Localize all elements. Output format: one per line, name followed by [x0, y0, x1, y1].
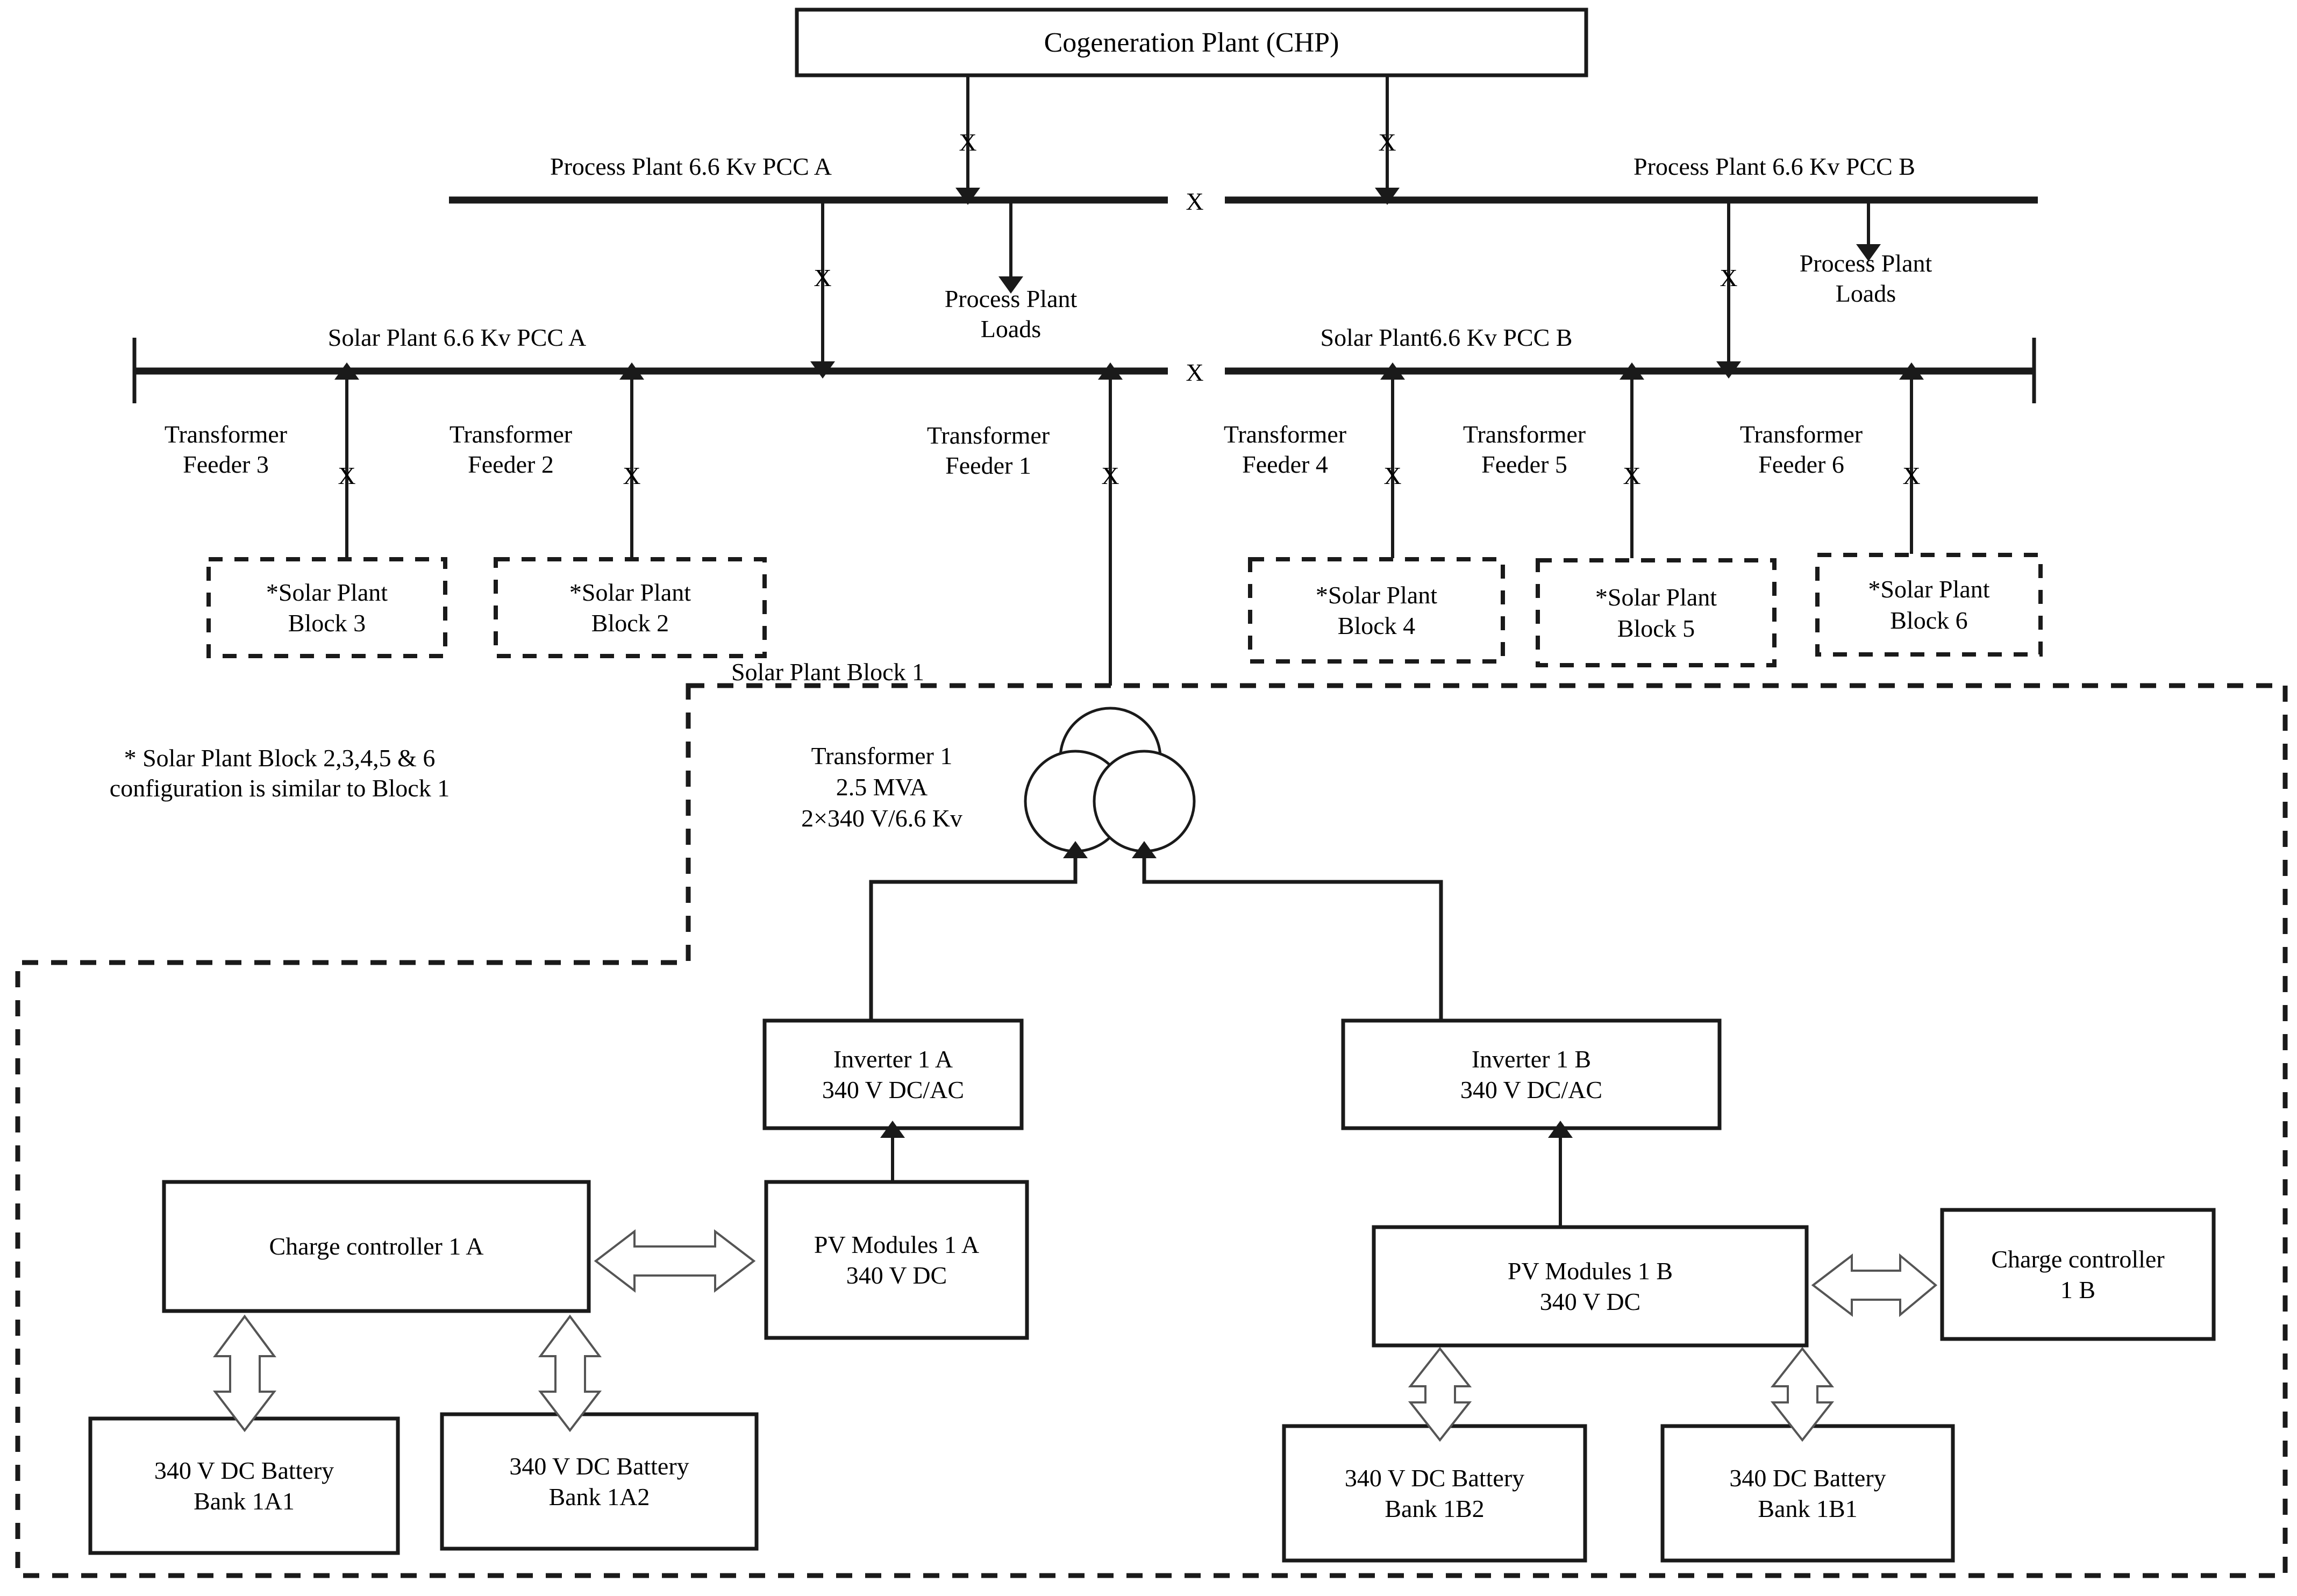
inverter-1b-box: [1341, 1018, 1722, 1130]
charge-controller-1b-box: [1940, 1208, 2216, 1341]
pv1b-bb1b1-double-arrow: [1770, 1346, 1835, 1442]
battery-bank-1b1-label: 340 DC Battery Bank 1B1: [1729, 1464, 1886, 1523]
bus-label-process-pcc-b: Process Plant 6.6 Kv PCC B: [1633, 153, 1915, 180]
charge-controller-1b-label: Charge controller 1 B: [1991, 1245, 2165, 1304]
pv-modules-1a-label: PV Modules 1 A 340 V DC: [814, 1230, 980, 1289]
feeder-2-breaker[interactable]: X: [623, 462, 641, 489]
footnote-text: * Solar Plant Block 2,3,4,5 & 6 configur…: [109, 744, 450, 802]
inverter-1a-to-transformer: [869, 841, 1088, 914]
feeder-3-label: Transformer Feeder 3: [164, 421, 288, 479]
solar-block-3-box: [206, 557, 447, 658]
pv-modules-1b-label: PV Modules 1 B 340 V DC: [1507, 1257, 1673, 1316]
charge-controller-1a-label: Charge controller 1 A: [269, 1232, 484, 1260]
breaker-chp-b[interactable]: X: [1378, 129, 1396, 156]
transformer-1-name: Transformer 1: [811, 742, 953, 770]
solar-block-3-label: *Solar Plant Block 3: [266, 578, 388, 637]
bus-label-process-pcc-a: Process Plant 6.6 Kv PCC A: [550, 153, 832, 180]
transformer-1-ratio: 2×340 V/6.6 Kv: [801, 804, 962, 832]
chp-label: Cogeneration Plant (CHP): [1044, 27, 1339, 58]
feeder-5-label: Transformer Feeder 5: [1463, 421, 1586, 479]
feeder-1-breaker[interactable]: X: [1101, 462, 1119, 489]
feeder-5-breaker[interactable]: X: [1623, 462, 1641, 489]
cc1a-bb1a2-double-arrow: [538, 1314, 602, 1433]
inverter-1a-box: [762, 1018, 1024, 1130]
cc1a-pv1a-double-arrow: [594, 1229, 756, 1293]
inverter-1b-label: Inverter 1 B 340 V DC/AC: [1460, 1045, 1603, 1104]
cc1a-bb1a1-double-arrow: [212, 1314, 277, 1433]
breaker-chp-a[interactable]: X: [959, 129, 977, 156]
feeder-6-breaker[interactable]: X: [1902, 462, 1921, 489]
feeder-4-label: Transformer Feeder 4: [1223, 421, 1347, 479]
solar-block-4-box: [1248, 557, 1505, 664]
bus-tie-breaker-process[interactable]: X: [1186, 188, 1204, 215]
solar-block-5-box: [1536, 558, 1777, 667]
pv1b-bb1b2-double-arrow: [1408, 1346, 1472, 1442]
feeder-2-label: Transformer Feeder 2: [449, 421, 573, 479]
bus-label-solar-pcc-b: Solar Plant6.6 Kv PCC B: [1320, 324, 1573, 351]
solar-block-2-label: *Solar Plant Block 2: [569, 578, 691, 637]
solar-block-6-box: [1815, 553, 2043, 657]
transformer-winding-right: [1093, 750, 1196, 853]
solar-block-1-boundary: [15, 683, 2288, 1578]
battery-bank-1b2-label: 340 V DC Battery Bank 1B2: [1344, 1464, 1525, 1523]
feeder-1-label: Transformer Feeder 1: [926, 422, 1050, 480]
charge-controller-1a-box: [162, 1180, 591, 1313]
chp-box: [795, 8, 1588, 77]
breaker-pcca-solara[interactable]: X: [814, 264, 832, 291]
battery-bank-1a2-label: 340 V DC Battery Bank 1A2: [509, 1452, 689, 1511]
inverter-1a-label: Inverter 1 A 340 V DC/AC: [822, 1045, 965, 1104]
process-plant-loads-a-label: Process Plant Loads: [944, 285, 1078, 343]
solar-block-2-box: [494, 557, 767, 658]
inverter-1b-to-transformer: [1132, 841, 1443, 914]
bus-tie-breaker-solar[interactable]: X: [1186, 359, 1204, 386]
feeder-6-label: Transformer Feeder 6: [1739, 421, 1863, 479]
battery-bank-1a1-box: [88, 1416, 400, 1555]
battery-bank-1a1-label: 340 V DC Battery Bank 1A1: [154, 1456, 334, 1515]
solar-block-5-label: *Solar Plant Block 5: [1595, 583, 1717, 642]
pv-modules-1b-box: [1372, 1225, 1809, 1348]
feeder-4-breaker[interactable]: X: [1383, 462, 1402, 489]
pv1b-cc1b-double-arrow: [1811, 1253, 1938, 1317]
breaker-pccb-solarb[interactable]: X: [1720, 264, 1738, 291]
bus-label-solar-pcc-a: Solar Plant 6.6 Kv PCC A: [327, 324, 587, 351]
battery-bank-1a2-box: [440, 1412, 759, 1551]
transformer-1-rating: 2.5 MVA: [836, 773, 928, 801]
solar-block-1-label: Solar Plant Block 1: [731, 658, 925, 686]
pv-modules-1a-box: [764, 1180, 1029, 1340]
solar-block-6-label: *Solar Plant Block 6: [1868, 575, 1990, 634]
solar-block-4-label: *Solar Plant Block 4: [1315, 581, 1438, 640]
process-plant-loads-b-label: Process Plant Loads: [1799, 250, 1932, 308]
battery-bank-1b1-box: [1660, 1424, 1955, 1563]
feeder-3-breaker[interactable]: X: [338, 462, 356, 489]
